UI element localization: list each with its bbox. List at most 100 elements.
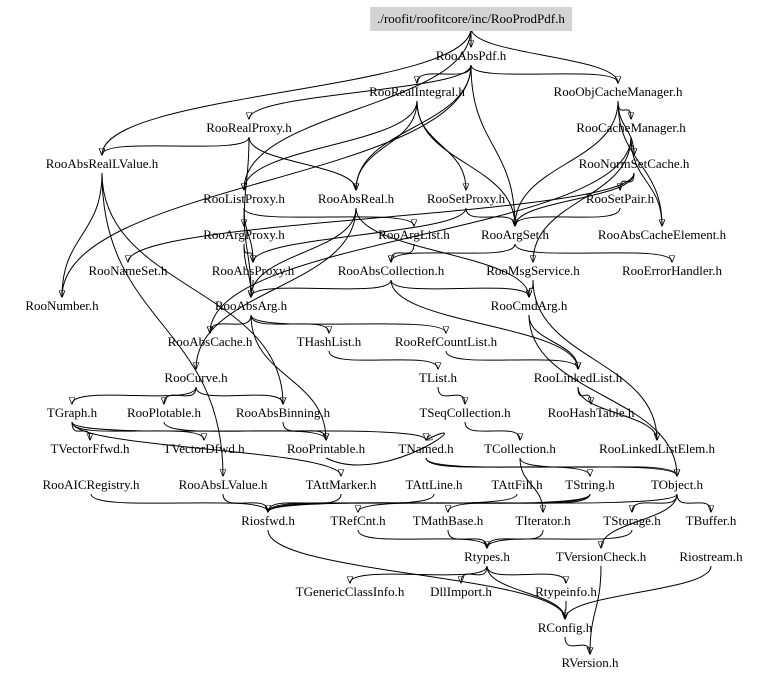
node-tstorage[interactable]: TStorage.h bbox=[603, 513, 661, 528]
edge-tnamed-to-tobject bbox=[425, 457, 677, 476]
root-node-rooprodpdf[interactable]: ./roofit/roofitcore/inc/RooProdPdf.h bbox=[370, 7, 572, 31]
node-roo-linked-list[interactable]: RooLinkedList.h bbox=[533, 370, 623, 385]
edge-roo-arg-set-to-roo-abs-collection bbox=[391, 243, 516, 262]
edge-roo-plotable-to-roo-printable bbox=[163, 421, 326, 440]
edge-roo-abs-collection-to-roo-abs-arg bbox=[251, 279, 392, 297]
node-roo-arg-proxy[interactable]: RooArgProxy.h bbox=[203, 227, 285, 242]
edge-roo-abs-pdf-to-roo-obj-cache-manager bbox=[470, 64, 618, 83]
node-roo-msg-service[interactable]: RooMsgService.h bbox=[486, 263, 580, 278]
edge-roo-aicregistry-to-riosfwd bbox=[90, 493, 268, 512]
node-roo-arg-set[interactable]: RooArgSet.h bbox=[480, 227, 550, 242]
node-roo-abs-cache-element[interactable]: RooAbsCacheElement.h bbox=[597, 227, 727, 242]
node-tref-cnt[interactable]: TRefCnt.h bbox=[330, 513, 386, 528]
node-roo-plotable[interactable]: RooPlotable.h bbox=[126, 405, 202, 420]
edge-tcollection-to-titerator bbox=[519, 457, 543, 512]
edge-tobject-to-tversion-check bbox=[601, 493, 678, 548]
node-rtypes[interactable]: Rtypes.h bbox=[464, 549, 510, 564]
edge-roo-obj-cache-manager-to-roo-arg-set bbox=[515, 100, 619, 226]
node-roo-linked-list-elem[interactable]: RooLinkedListElem.h bbox=[599, 441, 715, 456]
edge-roo-abs-arg-to-roo-abs-cache bbox=[210, 314, 252, 333]
node-roo-cache-manager[interactable]: RooCacheManager.h bbox=[576, 120, 686, 135]
edge-roo-abs-pdf-to-roo-arg-set bbox=[470, 64, 515, 226]
edge-roo-real-integral-to-roo-list-proxy bbox=[244, 100, 418, 190]
edge-rconfig-to-rversion bbox=[564, 636, 590, 654]
node-roo-set-pair[interactable]: RooSetPair.h bbox=[585, 191, 655, 206]
node-tlist[interactable]: TList.h bbox=[419, 370, 457, 385]
node-roo-obj-cache-manager[interactable]: RooObjCacheManager.h bbox=[553, 84, 683, 99]
node-roo-list-proxy[interactable]: RooListProxy.h bbox=[203, 191, 285, 206]
edge-roo-abs-arg-to-roo-printable bbox=[250, 314, 326, 440]
node-roo-abs-lvalue[interactable]: RooAbsLValue.h bbox=[178, 477, 268, 492]
node-thash-list[interactable]: THashList.h bbox=[296, 334, 362, 349]
node-tbuffer[interactable]: TBuffer.h bbox=[685, 513, 737, 528]
edge-roo-real-integral-to-roo-arg-set bbox=[416, 100, 515, 226]
edge-rtypes-to-dll-import bbox=[461, 565, 488, 583]
node-roo-aicregistry[interactable]: RooAICRegistry.h bbox=[42, 477, 140, 492]
node-roo-real-integral[interactable]: RooRealIntegral.h bbox=[369, 84, 465, 99]
node-tstring[interactable]: TString.h bbox=[565, 477, 615, 492]
edge-tseq-collection-to-tcollection bbox=[464, 421, 520, 440]
node-tvector-dfwd[interactable]: TVectorDfwd.h bbox=[163, 441, 245, 456]
node-roo-abs-real-lvalue[interactable]: RooAbsRealLValue.h bbox=[45, 156, 159, 171]
edge-rtypes-to-tgeneric-class-info bbox=[350, 565, 488, 583]
edge-rtypes-to-rtypeinfo bbox=[486, 565, 566, 583]
node-tcollection[interactable]: TCollection.h bbox=[484, 441, 556, 456]
node-rversion[interactable]: RVersion.h bbox=[561, 655, 619, 670]
edge-roo-real-proxy-to-roo-abs-real-lvalue bbox=[102, 136, 250, 155]
edge-tobject-to-tstorage bbox=[632, 493, 678, 512]
edge-riostream-to-rconfig bbox=[565, 565, 712, 619]
node-roo-curve[interactable]: RooCurve.h bbox=[164, 370, 228, 385]
node-roo-norm-set-cache[interactable]: RooNormSetCache.h bbox=[578, 156, 690, 171]
edge-roo-arg-set-to-roo-error-handler bbox=[514, 243, 672, 262]
edge-roo-cache-manager-to-roo-msg-service bbox=[533, 136, 632, 262]
node-tgraph[interactable]: TGraph.h bbox=[46, 405, 98, 420]
edge-roo-cmd-arg-to-tobject bbox=[528, 314, 677, 476]
edge-roo-abs-real-lvalue-to-roo-number bbox=[62, 172, 103, 297]
node-roo-abs-arg[interactable]: RooAbsArg.h bbox=[214, 298, 288, 313]
node-tobject[interactable]: TObject.h bbox=[650, 477, 704, 492]
node-roo-abs-proxy[interactable]: RooAbsProxy.h bbox=[211, 263, 295, 278]
node-roo-error-handler[interactable]: RooErrorHandler.h bbox=[621, 263, 723, 278]
edge-roo-curve-to-roo-plotable bbox=[164, 386, 197, 404]
node-roo-name-set[interactable]: RooNameSet.h bbox=[88, 263, 168, 278]
edge-tgraph-to-tvector-ffwd bbox=[71, 421, 90, 440]
node-roo-hash-table[interactable]: RooHashTable.h bbox=[547, 405, 635, 420]
edge-roo-abs-pdf-to-roo-real-proxy bbox=[249, 64, 472, 119]
edge-roo-printable-to-tnamed bbox=[325, 432, 445, 466]
node-tmath-base[interactable]: TMathBase.h bbox=[412, 513, 484, 528]
node-rconfig[interactable]: RConfig.h bbox=[537, 620, 593, 635]
node-roo-arg-list[interactable]: RooArgList.h bbox=[378, 227, 450, 242]
node-tatt-marker[interactable]: TAttMarker.h bbox=[305, 477, 377, 492]
node-tatt-line[interactable]: TAttLine.h bbox=[405, 477, 463, 492]
node-roo-abs-collection[interactable]: RooAbsCollection.h bbox=[337, 263, 445, 278]
edge-roo-norm-set-cache-to-roo-arg-set bbox=[515, 172, 635, 226]
edge-tlist-to-tseq-collection bbox=[437, 386, 465, 404]
node-roo-real-proxy[interactable]: RooRealProxy.h bbox=[206, 120, 292, 135]
node-tseq-collection[interactable]: TSeqCollection.h bbox=[419, 405, 511, 420]
edge-roo-curve-to-roo-abs-binning bbox=[195, 386, 283, 404]
node-riostream[interactable]: Riostream.h bbox=[679, 549, 743, 564]
node-rtypeinfo[interactable]: Rtypeinfo.h bbox=[535, 584, 597, 599]
node-riosfwd[interactable]: Riosfwd.h bbox=[241, 513, 295, 528]
node-roo-ref-count-list[interactable]: RooRefCountList.h bbox=[394, 334, 498, 349]
node-dll-import[interactable]: DllImport.h bbox=[430, 584, 492, 599]
node-roo-abs-cache[interactable]: RooAbsCache.h bbox=[167, 334, 253, 349]
node-roo-number[interactable]: RooNumber.h bbox=[25, 298, 99, 313]
edge-roo-abs-real-to-roo-abs-arg bbox=[251, 207, 357, 297]
node-roo-abs-pdf[interactable]: RooAbsPdf.h bbox=[435, 48, 507, 63]
node-tatt-fill[interactable]: TAttFill.h bbox=[491, 477, 543, 492]
node-tnamed[interactable]: TNamed.h bbox=[398, 441, 454, 456]
edge-roo-abs-real-lvalue-to-roo-abs-lvalue bbox=[101, 172, 223, 476]
edge-roo-cache-manager-to-roo-abs-cache-element bbox=[630, 136, 662, 226]
node-tgeneric-class-info[interactable]: TGenericClassInfo.h bbox=[295, 584, 405, 599]
node-roo-printable[interactable]: RooPrintable.h bbox=[286, 441, 366, 456]
node-tvector-ffwd[interactable]: TVectorFfwd.h bbox=[50, 441, 130, 456]
node-roo-cmd-arg[interactable]: RooCmdArg.h bbox=[490, 298, 568, 313]
node-roo-abs-binning[interactable]: RooAbsBinning.h bbox=[235, 405, 331, 420]
node-roo-abs-real[interactable]: RooAbsReal.h bbox=[317, 191, 395, 206]
edge-roo-curve-to-tgraph bbox=[72, 386, 197, 404]
node-tversion-check[interactable]: TVersionCheck.h bbox=[555, 549, 647, 564]
node-titerator[interactable]: TIterator.h bbox=[515, 513, 571, 528]
node-roo-set-proxy[interactable]: RooSetProxy.h bbox=[426, 191, 506, 206]
